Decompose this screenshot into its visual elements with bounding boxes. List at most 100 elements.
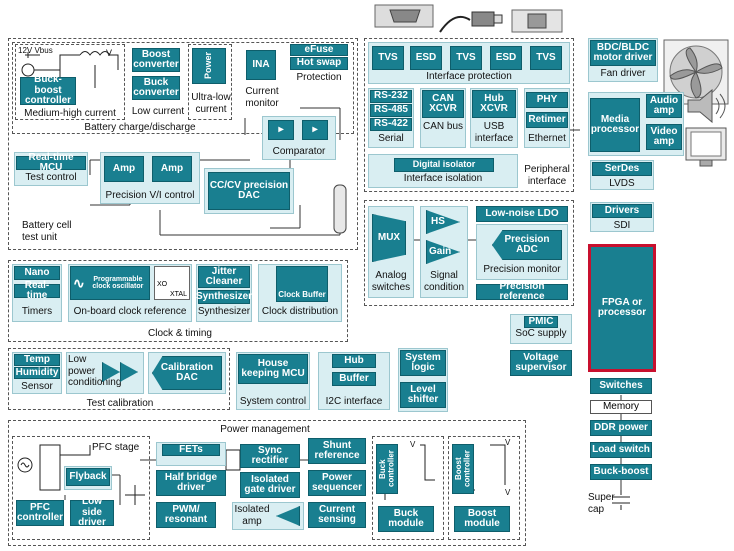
battery-charge-discharge-label: Battery charge/discharge bbox=[84, 122, 196, 133]
comparator-right[interactable]: ▸ bbox=[302, 120, 328, 140]
buck-controller[interactable]: Buck controller bbox=[376, 444, 398, 494]
power-block[interactable]: Power bbox=[192, 48, 226, 84]
clock-timing-label: Clock & timing bbox=[148, 328, 212, 339]
phy-block[interactable]: PHY bbox=[526, 92, 568, 108]
analog-switches-label: Analog switches bbox=[371, 270, 411, 293]
boost-module[interactable]: Boost module bbox=[454, 506, 510, 532]
signal-condition-label: Signal condition bbox=[423, 270, 465, 293]
precision-reference[interactable]: Precision reference bbox=[476, 281, 568, 302]
pwm-resonant[interactable]: PWM/ resonant bbox=[156, 502, 216, 528]
on-board-clock-reference-label: On-board clock reference bbox=[73, 306, 187, 317]
medium-high-current-frame bbox=[15, 44, 125, 120]
esd-2[interactable]: ESD bbox=[490, 46, 522, 70]
buck-boost-controller[interactable]: Buck-boost controller bbox=[20, 75, 76, 106]
level-shifter[interactable]: Level shifter bbox=[400, 382, 446, 408]
boost-vo-label: V bbox=[505, 438, 511, 447]
boost-vi-label: V bbox=[505, 488, 511, 497]
boost-controller[interactable]: Boost controller bbox=[452, 444, 474, 494]
pmic-block[interactable]: PMIC bbox=[524, 316, 558, 328]
retimer-block[interactable]: Retimer bbox=[526, 112, 568, 128]
real-time-mcu[interactable]: Real-time MCU bbox=[16, 152, 86, 173]
humidity-block[interactable]: Humidity bbox=[14, 366, 60, 379]
load-switch[interactable]: Load switch bbox=[590, 442, 652, 458]
can-xcvr[interactable]: CAN XCVR bbox=[422, 90, 464, 118]
hub-xcvr[interactable]: Hub XCVR bbox=[472, 90, 516, 118]
ina-block[interactable]: INA bbox=[246, 50, 276, 80]
amp-left[interactable]: Amp bbox=[104, 156, 144, 182]
tvs-1[interactable]: TVS bbox=[372, 46, 404, 70]
digital-isolator[interactable]: Digital isolator bbox=[394, 158, 494, 172]
esd-1[interactable]: ESD bbox=[410, 46, 442, 70]
mux-block[interactable]: MUX bbox=[372, 214, 406, 262]
boost-converter[interactable]: Boost converter bbox=[132, 48, 180, 72]
precision-monitor-label: Precision monitor bbox=[483, 264, 561, 275]
audio-amp[interactable]: Audio amp bbox=[646, 94, 682, 118]
buck-converter[interactable]: Buck converter bbox=[132, 76, 180, 100]
programmable-clock-oscillator-label: Programmable clock oscillator bbox=[92, 275, 144, 290]
efuse-block[interactable]: eFuse bbox=[290, 44, 348, 56]
power-label: Power bbox=[203, 52, 214, 80]
low-noise-ldo[interactable]: Low-noise LDO bbox=[476, 206, 568, 222]
hub-block[interactable]: Hub bbox=[332, 354, 376, 368]
low-side-driver[interactable]: Low side driver bbox=[70, 497, 114, 528]
programmable-clock-oscillator[interactable]: ∿ Programmable clock oscillator bbox=[70, 266, 150, 300]
pfc-controller[interactable]: PFC controller bbox=[16, 500, 64, 526]
memory-block[interactable]: Memory bbox=[590, 400, 652, 414]
drivers-block[interactable]: Drivers bbox=[592, 204, 652, 218]
battery-cell-test-unit-frame bbox=[8, 38, 358, 250]
battery-charge-discharge-frame bbox=[12, 42, 354, 134]
hot-swap-block[interactable]: Hot swap bbox=[290, 57, 348, 70]
buck-module[interactable]: Buck module bbox=[378, 506, 434, 532]
current-sensing[interactable]: Current sensing bbox=[308, 502, 366, 528]
voltage-supervisor[interactable]: Voltage supervisor bbox=[510, 350, 572, 376]
fets-block[interactable]: FETs bbox=[162, 444, 220, 456]
precision-vi-control-label: Precision V/I control bbox=[105, 190, 195, 201]
flyback-block[interactable]: Flyback bbox=[66, 468, 110, 486]
jitter-cleaner[interactable]: Jitter Cleaner bbox=[198, 266, 250, 288]
ccv-precision-dac[interactable]: CC/CV precision DAC bbox=[208, 172, 290, 210]
system-logic[interactable]: System logic bbox=[400, 350, 446, 376]
test-control-label: Test control bbox=[25, 172, 77, 183]
fpga-or-processor[interactable]: FPGA or processor bbox=[588, 244, 656, 372]
half-bridge-driver[interactable]: Half bridge driver bbox=[156, 470, 226, 496]
tvs-2[interactable]: TVS bbox=[450, 46, 482, 70]
tvs-3[interactable]: TVS bbox=[530, 46, 562, 70]
real-time-block[interactable]: Real-time bbox=[14, 280, 60, 301]
sync-rectifier[interactable]: Sync rectifier bbox=[240, 444, 300, 468]
buffer-block[interactable]: Buffer bbox=[332, 372, 376, 386]
power-sequencer[interactable]: Power sequencer bbox=[308, 470, 366, 496]
synthesizer-block[interactable]: Synthesizer bbox=[196, 290, 252, 304]
isolated-gate-driver[interactable]: Isolated gate driver bbox=[240, 472, 300, 498]
nano-block[interactable]: Nano bbox=[14, 266, 60, 280]
comparator-left[interactable]: ▸ bbox=[268, 120, 294, 140]
calibration-dac[interactable]: Calibration DAC bbox=[152, 356, 222, 390]
sensor-label: Sensor bbox=[21, 381, 53, 392]
comparator-label: Comparator bbox=[272, 146, 326, 157]
rs232-block[interactable]: RS-232 bbox=[370, 90, 412, 103]
temp-block[interactable]: Temp bbox=[14, 354, 60, 366]
bdc-bldc-motor-driver[interactable]: BDC/BLDC motor driver bbox=[590, 40, 656, 66]
test-calibration-frame bbox=[8, 348, 230, 410]
battery-cell-test-unit-label: Battery cell test unit bbox=[22, 220, 72, 243]
switches-block[interactable]: Switches bbox=[590, 378, 652, 394]
clock-buffer-label: Clock Buffer bbox=[278, 289, 326, 299]
rs422-block[interactable]: RS-422 bbox=[370, 118, 412, 131]
pfc-stage-label: PFC stage bbox=[92, 442, 140, 453]
rs485-block[interactable]: RS-485 bbox=[370, 104, 412, 117]
ddr-power[interactable]: DDR power bbox=[590, 420, 652, 436]
precision-adc[interactable]: Precision ADC bbox=[492, 230, 562, 260]
video-amp[interactable]: Video amp bbox=[646, 124, 682, 150]
house-keeping-mcu[interactable]: House keeping MCU bbox=[238, 354, 308, 384]
buck-controller-label: Buck controller bbox=[377, 450, 395, 488]
memory-label: Memory bbox=[602, 401, 640, 412]
media-processor[interactable]: Media processor bbox=[590, 98, 640, 152]
clock-timing-frame bbox=[8, 260, 348, 342]
buck-boost[interactable]: Buck-boost bbox=[590, 464, 652, 480]
can-bus-label: CAN bus bbox=[422, 121, 463, 132]
serdes-block[interactable]: SerDes bbox=[592, 162, 652, 176]
clock-buffer[interactable]: Clock Buffer bbox=[276, 266, 328, 302]
shunt-reference[interactable]: Shunt reference bbox=[308, 438, 366, 464]
amp-right[interactable]: Amp bbox=[152, 156, 192, 182]
peripheral-interface-label: Peripheral interface bbox=[524, 164, 570, 187]
ultra-low-frame bbox=[188, 44, 232, 120]
